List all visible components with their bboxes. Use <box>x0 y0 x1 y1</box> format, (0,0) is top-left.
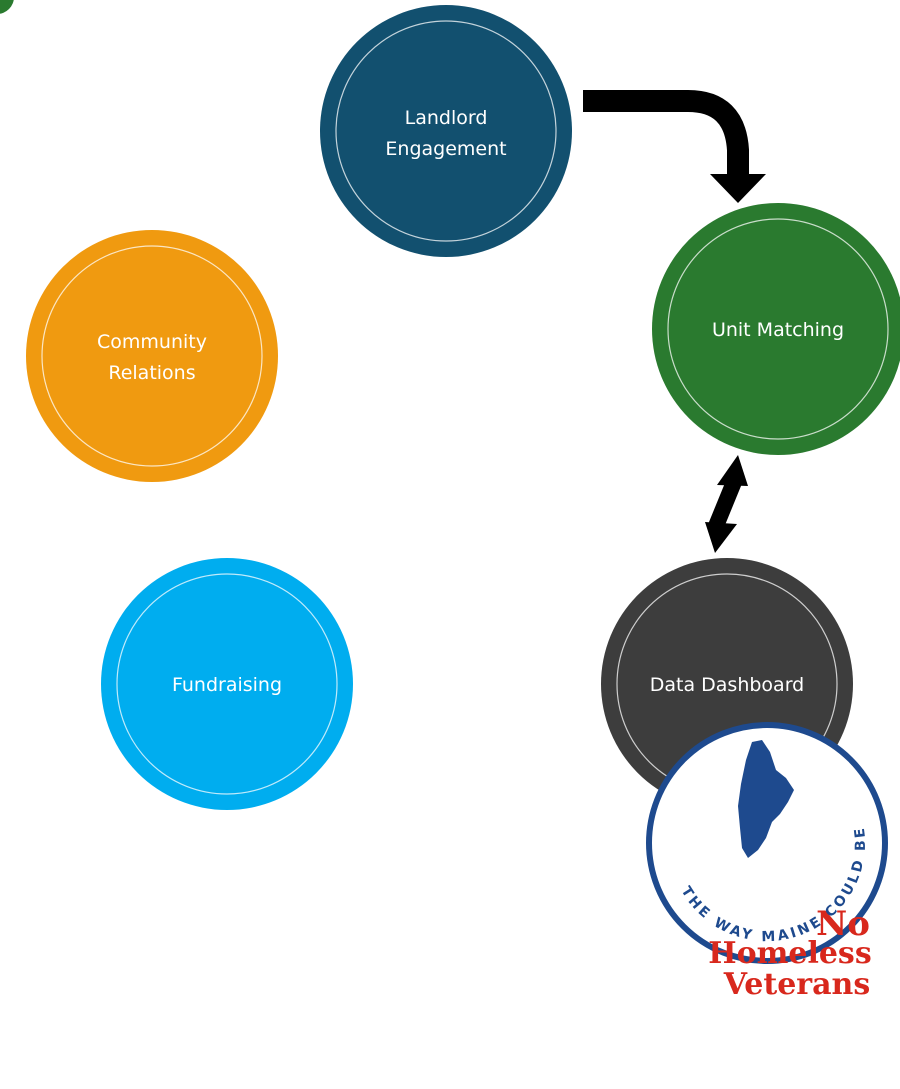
node-fundraising: Fundraising <box>101 558 353 810</box>
node-label-line: Fundraising <box>172 674 282 696</box>
node-label-line: Data Dashboard <box>650 674 805 696</box>
node-label-line: Relations <box>108 362 195 384</box>
arrow-unit-data-bidirectional <box>705 455 748 553</box>
node-label-line: Landlord <box>405 107 488 129</box>
logo-title-line: No <box>816 904 870 944</box>
node-landlord-engagement: Landlord Engagement <box>320 5 572 257</box>
no-homeless-veterans-logo: No Homeless Veterans THE WAY MAINE COULD… <box>646 722 888 1002</box>
node-label-line: Unit Matching <box>712 319 844 341</box>
logo-title-line: Homeless <box>708 936 871 971</box>
node-label-line: Engagement <box>385 138 506 160</box>
node-unit-matching: Unit Matching <box>652 203 900 455</box>
node-community-relations: Community Relations <box>26 230 278 482</box>
maine-map-icon <box>738 740 794 858</box>
logo-title-line: Veterans <box>723 967 871 1002</box>
node-label-line: Community <box>97 331 207 353</box>
arrow-landlord-to-unit <box>583 90 766 203</box>
